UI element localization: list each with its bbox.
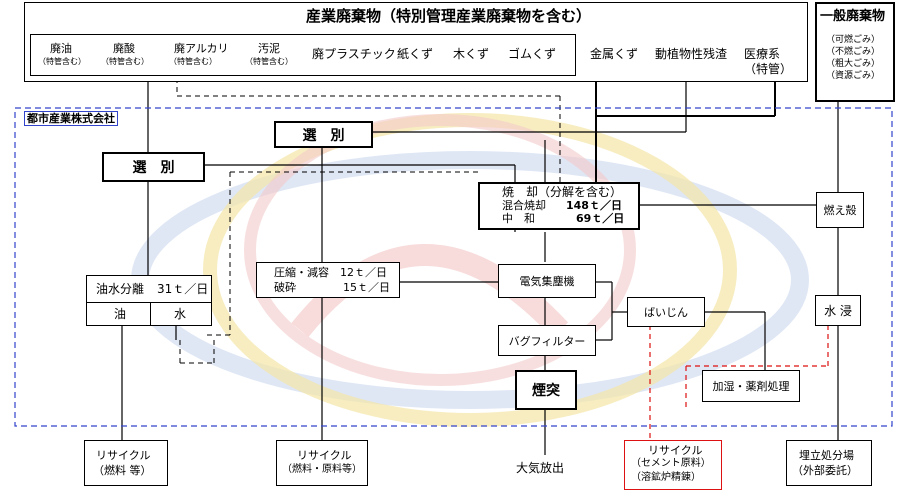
compression-capacity: 12ｔ／日 (340, 266, 387, 279)
animal-plant-residue-label: 動植物性残渣 (655, 47, 728, 61)
main-sorting-box: 選 別 (274, 121, 373, 148)
neutralization-capacity: 69ｔ／日 (576, 212, 625, 225)
paper-waste-label: 紙くず (397, 47, 434, 61)
rubber-waste-label: ゴムくず (508, 47, 557, 61)
crushing-capacity: 15ｔ／日 (343, 281, 390, 294)
liquid-waste-group (30, 34, 576, 76)
oil-water-split (150, 302, 151, 326)
industrial-waste-title: 産業廃棄物（特別管理産業廃棄物を含む） (306, 7, 592, 25)
recycling-fuel-title: リサイクル (96, 449, 151, 462)
waste-alkali-note: （特管含む） (169, 57, 217, 66)
recycling-cement-box (624, 440, 722, 490)
landfill-title: 埋立処分場 (799, 449, 854, 462)
oil-water-divider (86, 302, 212, 303)
compression-crushing-box (256, 262, 400, 298)
mixed-incineration-label: 混合焼却 (502, 199, 546, 212)
water-output-label: 水 (174, 307, 187, 321)
bag-filter-box: バグフィルター (498, 325, 596, 356)
recycling-cement-title: リサイクル (648, 444, 703, 457)
general-waste-item: （粗大ごみ） (826, 59, 881, 69)
general-waste-title: 一般廃棄物 (820, 9, 886, 24)
waste-alkali-label: 廃アルカリ (174, 42, 229, 55)
chimney-box: 煙突 (515, 370, 577, 410)
waste-oil-label: 廃油 (50, 42, 72, 55)
wood-waste-label: 木くず (453, 47, 490, 61)
recycling-fuel-box (84, 440, 168, 486)
sludge-note: （特管含む） (245, 57, 293, 66)
crushing-label: 破砕 (274, 281, 296, 294)
mixed-incineration-capacity: 148ｔ／日 (566, 199, 622, 212)
incineration-title: 焼 却（分解を含む） (502, 185, 623, 199)
fly-ash-box: ばいじん (627, 297, 705, 327)
sludge-label: 汚泥 (258, 42, 280, 55)
landfill-note: （外部委託） (792, 464, 858, 477)
medical-waste-label: 医療系 (744, 47, 781, 61)
sub-sorting-box: 選 別 (102, 152, 205, 182)
neutralization-label: 中 和 (502, 212, 535, 225)
oil-water-separation-label: 油水分離 (96, 282, 145, 296)
incineration-ash-box: 燃え殻 (816, 192, 864, 228)
landfill-box (786, 440, 872, 486)
medical-waste-note: （特管） (744, 62, 793, 76)
recycling-smelting-note: （溶鉱炉精錬） (631, 472, 701, 483)
incineration-box (478, 182, 640, 230)
waste-oil-note: （特管含む） (38, 57, 86, 66)
waste-acid-label: 廃酸 (113, 42, 135, 55)
oil-water-separation-box (86, 275, 212, 326)
electrostatic-precipitator-box: 電気集塵機 (498, 264, 596, 298)
recycling-fuel-material-box (276, 440, 368, 486)
company-name: 都市産業株式会社 (24, 111, 118, 126)
general-waste-box (815, 2, 895, 102)
oil-water-separation-capacity: 31ｔ／日 (157, 282, 209, 296)
waste-plastic-label: 廃プラスチック (312, 47, 396, 61)
water-immersion-box: 水 浸 (815, 295, 861, 326)
general-waste-item: （不燃ごみ） (826, 47, 881, 57)
recycling-fuel-note: （燃料 等） (93, 464, 152, 477)
humidify-chemical-treatment-box: 加湿・薬剤処理 (702, 370, 800, 402)
waste-acid-note: （特管含む） (101, 57, 149, 66)
compression-label: 圧縮・減容 (274, 266, 329, 279)
oil-output-label: 油 (114, 307, 127, 321)
general-waste-item: （可燃ごみ） (826, 35, 881, 45)
metal-waste-label: 金属くず (590, 47, 639, 61)
recycling-fuel-material-title: リサイクル (297, 449, 352, 462)
recycling-fuel-material-note: （燃料・原料等） (282, 464, 362, 475)
recycling-cement-note: （セメント原料） (631, 458, 711, 469)
general-waste-item: （資源ごみ） (826, 71, 881, 81)
atmospheric-release-label: 大気放出 (516, 461, 565, 475)
